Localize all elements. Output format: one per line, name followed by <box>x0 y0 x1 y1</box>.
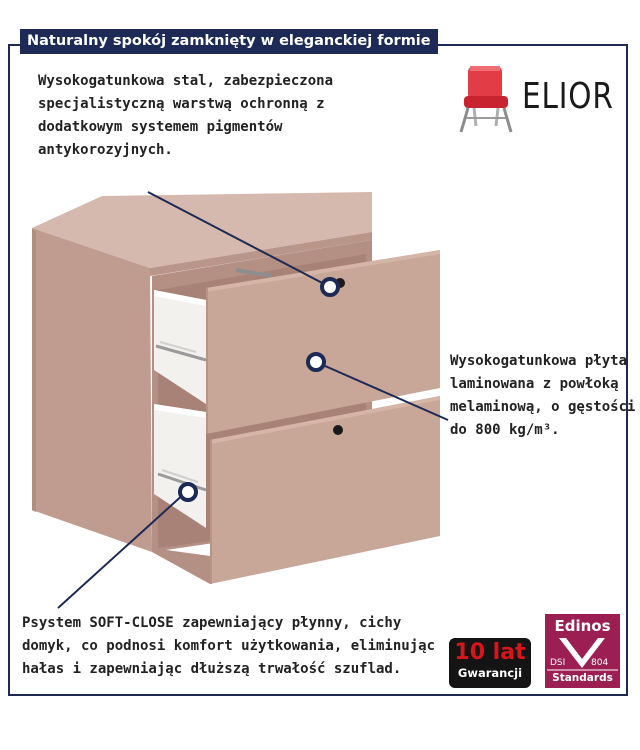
callout-steel: Wysokogatunkowa stal, zabezpieczona spec… <box>38 73 334 158</box>
marker-board <box>306 352 326 372</box>
leader-line-board <box>315 361 449 421</box>
marker-softclose <box>178 482 198 502</box>
marker-steel <box>320 277 340 297</box>
brand-logo: ELIOR <box>522 76 614 117</box>
warranty-label: Gwarancji <box>457 666 523 680</box>
nightstand-image <box>32 192 440 584</box>
edinos-code: 804 <box>591 658 609 668</box>
edinos-badge: Edinos DSI 804 Standards <box>545 614 620 688</box>
warranty-badge: 10 lat Gwarancji <box>449 638 531 688</box>
edinos-standards: Standards <box>552 672 613 684</box>
callout-board: Wysokogatunkowa płyta laminowana z powło… <box>450 353 636 438</box>
chair-icon <box>459 66 513 133</box>
warranty-years: 10 lat <box>454 640 526 665</box>
callout-softclose: Psystem SOFT-CLOSE zapewniający płynny, … <box>22 615 436 677</box>
leader-line-softclose <box>57 491 187 609</box>
edinos-dsi: DSI <box>550 658 566 668</box>
leader-line-steel <box>147 191 331 288</box>
edinos-name: Edinos <box>554 617 611 635</box>
page-title: Naturalny spokój zamknięty w eleganckiej… <box>20 29 438 54</box>
